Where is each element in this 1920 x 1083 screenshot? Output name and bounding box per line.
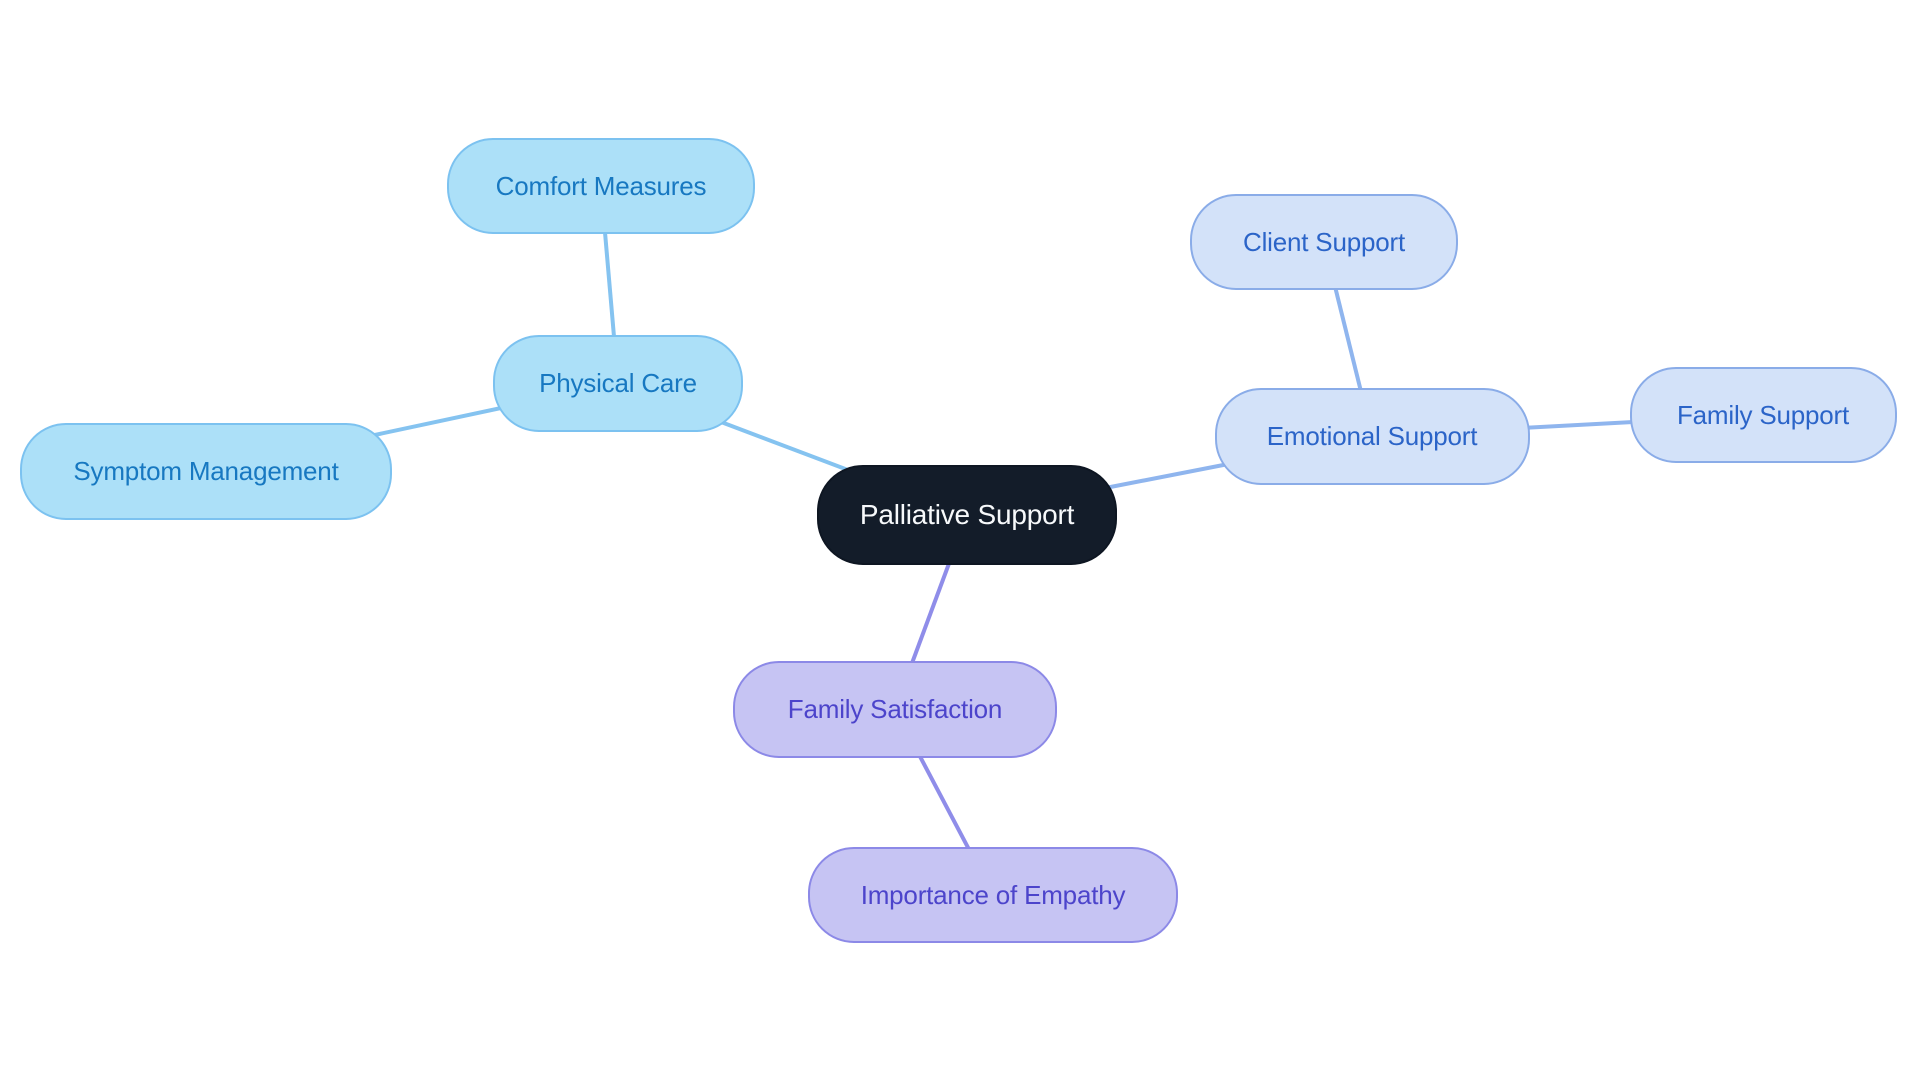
node-family-support[interactable]: Family Support	[1629, 367, 1897, 463]
node-label-symptom-management: Symptom Management	[73, 456, 339, 486]
node-symptom-management[interactable]: Symptom Management	[20, 422, 392, 520]
node-client-support[interactable]: Client Support	[1190, 194, 1458, 290]
node-label-family-satisfaction: Family Satisfaction	[787, 694, 1003, 724]
node-comfort-measures[interactable]: Comfort Measures	[447, 138, 755, 234]
node-family-satisfaction[interactable]: Family Satisfaction	[733, 660, 1057, 758]
node-label-comfort-measures: Comfort Measures	[495, 171, 707, 201]
node-importance-of-empathy[interactable]: Importance of Empathy	[808, 847, 1178, 943]
node-label-palliative-support: Palliative Support	[859, 499, 1075, 530]
node-label-client-support: Client Support	[1243, 227, 1405, 257]
node-physical-care[interactable]: Physical Care	[493, 334, 743, 432]
node-palliative-support[interactable]: Palliative Support	[817, 465, 1117, 565]
node-label-physical-care: Physical Care	[539, 368, 697, 398]
node-label-family-support: Family Support	[1676, 400, 1850, 430]
node-label-importance-of-empathy: Importance of Empathy	[860, 880, 1126, 910]
node-label-emotional-support: Emotional Support	[1266, 421, 1478, 451]
node-emotional-support[interactable]: Emotional Support	[1214, 387, 1530, 485]
